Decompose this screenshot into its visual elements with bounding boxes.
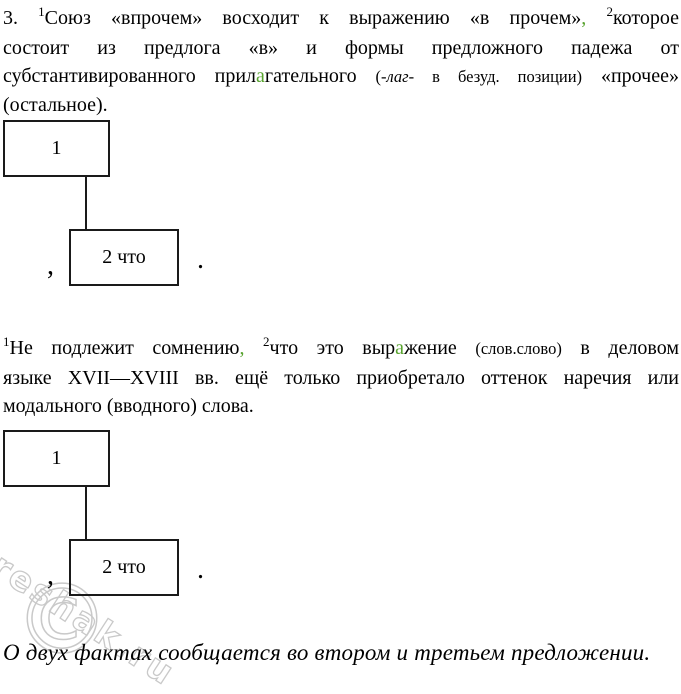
- text-line: языке XVII—XVIII вв. ещё только приобрет…: [3, 364, 679, 392]
- text-segment: гательного: [264, 65, 376, 87]
- text-segment: субстантивированного прил: [3, 65, 257, 87]
- subordinate-clause-box: 2 что: [69, 539, 179, 596]
- comma-mark: ,: [47, 560, 54, 591]
- subordinate-clause-label: 2 что: [102, 556, 146, 578]
- highlighted-char: а: [256, 65, 265, 87]
- text-line: (остальное).: [3, 91, 679, 119]
- text-segment: [586, 7, 606, 29]
- text-line: субстантивированного прилагательного (-л…: [3, 62, 679, 91]
- text-segment: [244, 337, 263, 359]
- text-line: модального (вводного) слова.: [3, 392, 679, 420]
- text-segment: модального (вводного) слова.: [3, 395, 254, 417]
- text-line: состоит из предлога «в» и формы предложн…: [3, 34, 679, 62]
- text-segment: жение: [404, 337, 476, 359]
- main-clause-label: 1: [51, 137, 62, 159]
- period-mark: .: [197, 244, 204, 275]
- text-segment: (остальное).: [3, 94, 108, 116]
- text-segment: Не подлежит сомнению: [9, 337, 240, 359]
- text-segment: «прочее»: [582, 65, 679, 87]
- text-segment: что это выр: [269, 337, 396, 359]
- sentence-diagram-1: 1 2 что , .: [0, 120, 681, 290]
- text-segment: состоит из предлога «в» и формы предложн…: [3, 37, 679, 59]
- text-line: 1Не подлежит сомнению, 2что это выражени…: [3, 334, 679, 364]
- text-segment: 1: [3, 334, 10, 349]
- subordinate-clause-box: 2 что: [69, 229, 179, 286]
- period-mark: .: [197, 554, 204, 585]
- copyright-icon: ©: [13, 564, 111, 676]
- text-segment: Союз «впрочем» восходит к выражению «в п…: [44, 7, 582, 29]
- text-segment: 2: [263, 334, 270, 349]
- text-segment: (слов.слово): [475, 339, 562, 358]
- comma-mark: ,: [47, 250, 54, 281]
- highlighted-char: а: [395, 337, 405, 359]
- text-segment: (: [375, 67, 382, 86]
- text-segment: языке XVII—XVIII вв. ещё только приобрет…: [3, 367, 679, 389]
- conclusion-text: О двух фактах сообщается во втором и тре…: [3, 640, 651, 665]
- sentence-diagram-2: 1 2 что , .: [0, 430, 681, 600]
- connector-line: [85, 487, 87, 539]
- text-segment: 2: [606, 4, 613, 19]
- text-segment: -лаг-: [381, 67, 415, 86]
- text-segment: в деловом: [561, 337, 680, 359]
- subordinate-clause-label: 2 что: [102, 246, 146, 268]
- text-line: 3. 1Союз «впрочем» восходит к выражению …: [3, 4, 679, 34]
- main-clause-box: 1: [3, 120, 110, 177]
- connector-line: [85, 177, 87, 229]
- text-segment: 1: [38, 4, 45, 19]
- text-segment: 3.: [3, 7, 39, 29]
- highlighted-char: ,: [581, 7, 587, 29]
- main-clause-label: 1: [51, 447, 62, 469]
- paragraph-2: 1Не подлежит сомнению, 2что это выражени…: [3, 334, 679, 420]
- text-segment: которое: [612, 7, 679, 29]
- main-clause-box: 1: [3, 430, 110, 487]
- highlighted-char: ,: [239, 337, 245, 359]
- paragraph-1: 3. 1Союз «впрочем» восходит к выражению …: [3, 4, 679, 119]
- text-segment: в безуд. позиции): [414, 67, 583, 86]
